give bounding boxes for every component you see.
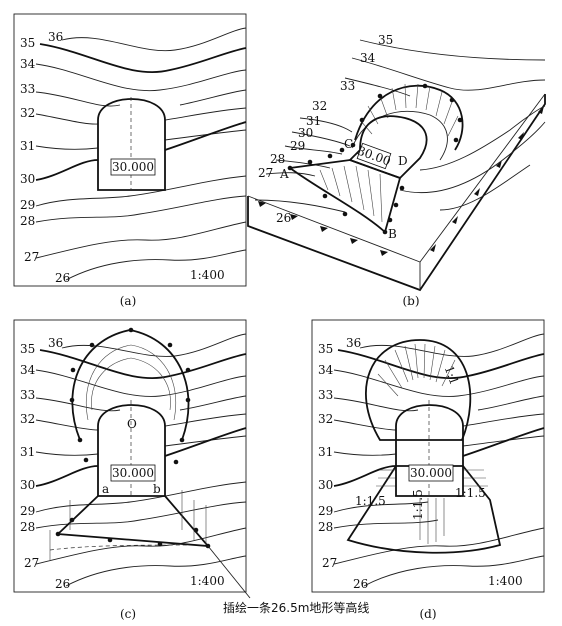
panel-c-fill-boundary	[55, 495, 211, 548]
panel-d-slope-bottom: 1:1.5	[411, 489, 425, 520]
panel-b-label-31: 31	[306, 114, 321, 128]
panel-d-caption: (d)	[419, 607, 436, 621]
panel-a-label-31: 31	[20, 139, 35, 153]
panel-b-caption: (b)	[402, 294, 419, 308]
panel-d-fill-area	[346, 465, 502, 554]
panel-d-slope-left: 1:1.5	[355, 494, 386, 508]
contour-annotation: 插绘一条26.5m地形等高线	[223, 600, 369, 615]
panel-d-label-34: 34	[318, 363, 334, 377]
panel-b-points	[287, 83, 463, 235]
panel-a-contours	[35, 27, 247, 281]
panel-c-label-27: 27	[24, 556, 39, 570]
panel-d-cut-hatch	[377, 343, 456, 397]
panel-b-point-A: A	[279, 167, 289, 181]
panel-b-label-28: 28	[270, 152, 285, 166]
panel-a-label-27: 27	[24, 250, 39, 264]
panel-c-pad	[97, 404, 166, 497]
panel-b-fill-hatch	[319, 165, 383, 223]
panel-c-fill-verticals	[49, 490, 207, 560]
panel-c-label-29: 29	[20, 504, 35, 518]
panel-d-contours	[333, 333, 545, 587]
panel-b-contours	[254, 39, 546, 213]
panel-d-label-28: 28	[318, 520, 333, 534]
panel-c-label-32: 32	[20, 412, 35, 426]
panel-c-points	[55, 327, 211, 549]
panel-b-label-34: 34	[360, 51, 376, 65]
panel-a-frame	[13, 13, 247, 287]
panel-b-cut-top	[354, 84, 464, 151]
panel-a-scale: 1:400	[190, 268, 225, 282]
panel-a-label-29: 29	[20, 198, 35, 212]
panel-b: 30.00 35 34 33 32 31 30 29 28 27 26 A B …	[247, 33, 546, 308]
panel-a: 30.000 36 35 34 33 32 31 30 29 28 27 26 …	[13, 13, 247, 308]
panel-d-label-31: 31	[318, 445, 333, 459]
panel-d-cut-area	[365, 339, 472, 441]
panel-c-corner-b: b	[153, 482, 161, 496]
panel-a-label-28: 28	[20, 214, 35, 228]
panel-c-label-35: 35	[20, 342, 35, 356]
panel-b-point-C: C	[344, 137, 353, 151]
panel-c-label-30: 30	[20, 478, 35, 492]
panel-d-label-32: 32	[318, 412, 333, 426]
panel-d-frame	[311, 319, 545, 593]
panel-c-label-28: 28	[20, 520, 35, 534]
panel-c-corner-a: a	[102, 482, 109, 496]
panel-d-fill-hatch	[376, 469, 488, 544]
panel-c-interpolated-contour	[49, 544, 201, 551]
panel-c: O 30.000 a b 36 35 34 33 32	[13, 319, 251, 621]
panel-d-slope-right: 1:1.5	[455, 486, 486, 500]
panel-d-scale: 1:400	[488, 574, 523, 588]
panel-a-pad	[97, 98, 166, 191]
panel-b-section-hatch	[258, 106, 544, 256]
panel-d-pad	[395, 404, 464, 497]
panel-c-elevation: 30.000	[112, 466, 154, 480]
panel-b-label-32: 32	[312, 99, 327, 113]
panel-d-label-33: 33	[318, 388, 333, 402]
panel-c-label-31: 31	[20, 445, 35, 459]
panel-b-pad	[348, 115, 428, 180]
panel-b-fill	[287, 159, 402, 234]
panel-a-label-33: 33	[20, 82, 35, 96]
panel-c-label-36: 36	[48, 336, 63, 350]
panel-b-label-35: 35	[378, 33, 393, 47]
panel-c-cut-arcs	[86, 344, 176, 421]
panel-c-scale: 1:400	[190, 574, 225, 588]
panel-d-label-26: 26	[353, 577, 368, 591]
panel-d-label-27: 27	[322, 556, 337, 570]
panel-d-slope-top: 1:1	[442, 364, 462, 387]
panel-b-point-D: D	[398, 154, 408, 168]
panel-d: 1:1 30.000 1:1.5 1:1.5 1:1.5 36 35 34 33…	[311, 319, 545, 621]
panel-a-label-36: 36	[48, 30, 63, 44]
panel-c-annotation-leader	[207, 545, 251, 599]
panel-a-label-26: 26	[55, 271, 70, 285]
panel-c-caption: (c)	[120, 607, 136, 621]
panel-a-label-30: 30	[20, 172, 35, 186]
panel-c-elev-box	[110, 464, 156, 482]
panel-d-elevation: 30.000	[410, 466, 452, 480]
panel-d-label-36: 36	[346, 336, 361, 350]
panel-c-label-33: 33	[20, 388, 35, 402]
panel-c-center-label: O	[127, 417, 137, 431]
panel-c-label-34: 34	[20, 363, 36, 377]
panel-b-point-B: B	[388, 227, 397, 241]
panel-a-label-32: 32	[20, 106, 35, 120]
panel-d-label-29: 29	[318, 504, 333, 518]
panel-c-frame	[13, 319, 247, 593]
panel-a-label-35: 35	[20, 36, 35, 50]
panel-c-contours	[35, 333, 247, 587]
panel-a-elev-box	[110, 158, 156, 176]
panel-b-elev-box	[356, 142, 392, 170]
panel-d-label-30: 30	[318, 478, 333, 492]
panel-a-caption: (a)	[120, 294, 137, 308]
panel-b-label-26: 26	[276, 211, 291, 225]
panel-c-label-26: 26	[55, 577, 70, 591]
panel-a-label-34: 34	[20, 57, 36, 71]
panel-b-label-27: 27	[258, 166, 273, 180]
panel-b-label-29: 29	[290, 139, 305, 153]
panel-b-label-33: 33	[340, 79, 355, 93]
panel-a-elevation: 30.000	[112, 160, 154, 174]
panel-b-label-30: 30	[298, 126, 313, 140]
panel-d-elev-box	[408, 464, 454, 482]
panel-d-label-35: 35	[318, 342, 333, 356]
